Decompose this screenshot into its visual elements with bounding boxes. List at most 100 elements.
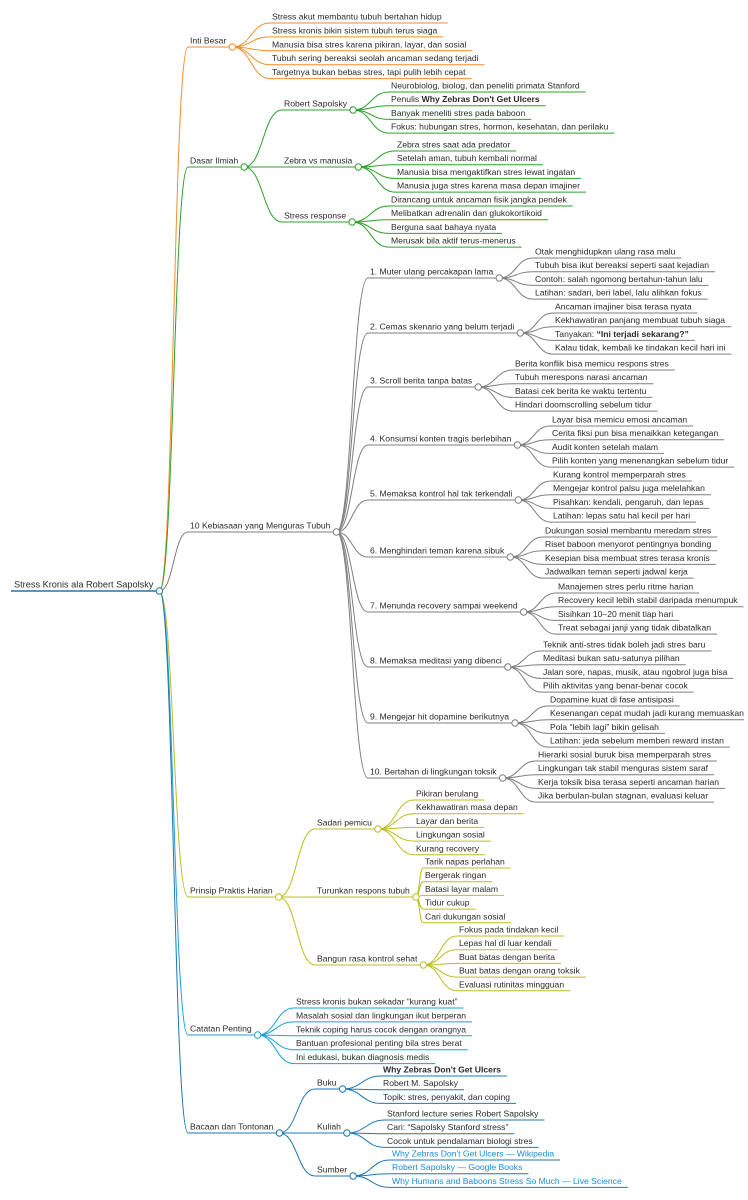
branch-3-node-7-leaf-4: Treat sebagai janji yang tidak dibatalka… — [558, 623, 711, 633]
branch-3-node-1-label: 1. Muter ulang percakapan lama — [370, 267, 493, 277]
branch-3-node-4-toggle[interactable] — [513, 441, 522, 449]
branch-3-node-2-leaf-1: Ancaman imajiner bisa terasa nyata — [555, 302, 692, 312]
branch-3-node-4-label-text: 4. Konsumsi konten tragis berlebihan — [370, 434, 512, 444]
branch-2-node-1-leaf-3-text: Banyak meneliti stres pada baboon — [391, 108, 525, 118]
branch-2-node-3-toggle[interactable] — [348, 218, 356, 226]
edge-node-4-2-leaf-5 — [415, 896, 424, 924]
edge-node-2-3-leaf-3 — [352, 221, 390, 234]
branch-3-node-7-leaf-3-text: Sisihkan 10–20 menit tiap hari — [558, 609, 673, 619]
branch-3-node-5-leaf-4-text: Latihan: lepas satu hal kecil per hari — [553, 511, 690, 521]
branch-4-node-2-leaf-3: Batasi layar malam — [425, 884, 498, 894]
branch-2-node-1-toggle[interactable] — [349, 106, 357, 114]
branch-4-node-1-toggle[interactable] — [374, 825, 382, 833]
branch-5-label: Catatan Penting — [190, 1024, 252, 1034]
branch-2-toggle[interactable] — [240, 163, 248, 171]
node-dots — [155, 43, 528, 1180]
branch-2-node-2-leaf-1-text: Zebra stres saat ada predator — [397, 140, 510, 150]
branch-2-node-3-leaf-3: Berguna saat bahaya nyata — [391, 222, 496, 232]
branch-5-leaf-5-text: Ini edukasi, bukan diagnosis medis — [296, 1052, 429, 1062]
branch-2-node-2-leaf-2: Setelah aman, tubuh kembali normal — [397, 153, 537, 163]
branch-3-node-4-leaf-3-text: Audit konten setelah malam — [552, 442, 658, 452]
edge-node-6-3-leaf-3 — [353, 1175, 391, 1188]
branch-2-node-2-leaf-3-text: Manusia bisa mengaktifkan stres lewat in… — [397, 167, 575, 177]
branch-2-node-3-label-text: Stress response — [284, 211, 346, 221]
branch-6-node-3-leaf-3[interactable]: Why Humans and Baboons Stress So Much — … — [392, 1176, 622, 1186]
branch-3-node-3-toggle[interactable] — [474, 383, 482, 391]
branch-2-node-1-leaf-3: Banyak meneliti stres pada baboon — [391, 108, 525, 118]
branch-3-node-3-leaf-1: Berita konflik bisa memicu respons stres — [515, 359, 669, 369]
branch-3-node-9-label: 9. Mengejar hit dopamine berikutnya — [370, 712, 509, 722]
branch-1-leaf-4: Tubuh sering bereaksi seolah ancaman sed… — [272, 53, 479, 63]
branch-6-node-3-leaf-1[interactable]: Why Zebras Don't Get Ulcers — Wikipedia — [392, 1149, 554, 1159]
branch-3-node-10-leaf-3-text: Kerja toksik bisa terasa seperti ancaman… — [538, 777, 719, 787]
branch-6-node-2-leaf-2-text: Cari: “Sapolsky Stanford stress” — [387, 1122, 508, 1132]
branch-3-node-5-leaf-4: Latihan: lepas satu hal kecil per hari — [553, 511, 690, 521]
branch-4-node-2-toggle[interactable] — [412, 893, 420, 901]
branch-6-toggle[interactable] — [275, 1129, 284, 1137]
branch-3-node-8-toggle[interactable] — [504, 663, 512, 671]
branch-2-node-3-leaf-2: Melibatkan adrenalin dan glukokortikoid — [391, 208, 542, 218]
branch-4-node-3-leaf-2: Lepas hal di luar kendali — [459, 938, 552, 948]
branch-6-node-1-leaf-3: Topik: stres, penyakit, dan coping — [383, 1092, 510, 1102]
branch-3-node-7-leaf-2: Recovery kecil lebih stabil daripada men… — [558, 595, 738, 605]
branch-3-node-3-leaf-3-text: Batasi cek berita ke waktu tertentu — [515, 386, 647, 396]
branch-2-node-2-toggle[interactable] — [354, 163, 363, 171]
edge-node-2-1-leaf-1 — [353, 91, 390, 111]
branch-3-node-9-toggle[interactable] — [511, 719, 519, 727]
branch-3-node-1-toggle[interactable] — [495, 274, 503, 282]
branch-6-node-2-toggle[interactable] — [343, 1129, 351, 1137]
branch-3-node-8-leaf-3-text: Jalan sore, napas, musik, atau ngobrol j… — [543, 667, 728, 677]
branch-3-node-9-leaf-1: Dopamine kuat di fase antisipasi — [550, 695, 674, 705]
root-node-toggle[interactable] — [155, 587, 164, 595]
branch-2-node-1-label-text: Robert Sapolsky — [284, 99, 348, 109]
branch-3-node-7-toggle[interactable] — [519, 608, 528, 616]
branch-3-toggle[interactable] — [332, 528, 341, 536]
branch-1-toggle[interactable] — [228, 43, 237, 51]
branch-3-node-10-toggle[interactable] — [498, 774, 507, 782]
branch-3-node-2-leaf-4-text: Kalau tidak, kembali ke tindakan kecil h… — [555, 343, 726, 353]
branch-3-node-10-leaf-1-text: Hierarki sosial buruk bisa memperparah s… — [538, 750, 711, 760]
edge-node-6-2-leaf-3 — [346, 1132, 386, 1148]
branch-3-node-2-toggle[interactable] — [516, 329, 524, 337]
edge-root-branch-3 — [159, 531, 189, 592]
branch-3-node-9-leaf-2-text: Kesenangan cepat mudah jadi kurang memua… — [550, 708, 744, 718]
branch-6-node-3-label: Sumber — [317, 1165, 347, 1175]
branch-4-toggle[interactable] — [274, 893, 283, 901]
branch-6-node-1-leaf-3-text: Topik: stres, penyakit, dan coping — [383, 1092, 510, 1102]
edge-node-6-3-leaf-2 — [353, 1173, 391, 1177]
edge-node-3-9-leaf-2 — [515, 719, 549, 724]
root-node-label: Stress Kronis ala Robert Sapolsky — [14, 580, 154, 590]
branch-5-toggle[interactable] — [253, 1031, 262, 1039]
branch-3-node-7-leaf-1-text: Manajemen stres perlu ritme harian — [558, 582, 693, 592]
branch-4-node-3-leaf-5: Evaluasi rutinitas mingguan — [459, 979, 564, 989]
branch-4-label-text: Prinsip Praktis Harian — [190, 886, 273, 896]
edge-branch-1-leaf-2 — [232, 36, 271, 48]
edge-node-3-10-leaf-4 — [502, 777, 537, 803]
branch-2-node-3-leaf-3-text: Berguna saat bahaya nyata — [391, 222, 496, 232]
branch-5-leaf-4-text: Bantuan profesional penting bila stres b… — [296, 1038, 462, 1048]
branch-4-node-1-leaf-2-text: Kekhawatiran masa depan — [416, 802, 518, 812]
branch-3-node-4-leaf-4: Pilih konten yang menenangkan sebelum ti… — [552, 456, 728, 466]
branch-4-node-3-toggle[interactable] — [419, 961, 428, 969]
branch-4-node-2-leaf-2: Bergerak ringan — [425, 870, 486, 880]
branch-3-node-8-leaf-3: Jalan sore, napas, musik, atau ngobrol j… — [543, 667, 728, 677]
branch-2-node-1-leaf-4-text: Fokus: hubungan stres, hormon, kesehatan… — [391, 122, 609, 132]
branch-6-node-3-toggle[interactable] — [349, 1172, 357, 1180]
branch-5-leaf-4: Bantuan profesional penting bila stres b… — [296, 1038, 462, 1048]
branch-6-node-3-leaf-2[interactable]: Robert Sapolsky — Google Books — [392, 1162, 522, 1172]
branch-2-node-2-label: Zebra vs manusia — [284, 156, 353, 166]
branch-4-node-3-leaf-4-text: Buat batas dengan orang toksik — [459, 966, 581, 976]
branch-3-node-7-label: 7. Menunda recovery sampai weekend — [370, 601, 518, 611]
edge-node-2-2-leaf-4 — [358, 166, 396, 193]
branch-3-node-6-toggle[interactable] — [506, 553, 514, 561]
branch-6-label-text: Bacaan dan Tontonan — [190, 1122, 274, 1132]
branch-3-node-5-toggle[interactable] — [514, 496, 523, 504]
branch-3-node-10-leaf-2-text: Lingkungan tak stabil menguras sistem sa… — [538, 763, 709, 773]
branch-2-node-1-leaf-4: Fokus: hubungan stres, hormon, kesehatan… — [391, 122, 609, 132]
branch-2-node-2-leaf-3: Manusia bisa mengaktifkan stres lewat in… — [397, 167, 575, 177]
edge-branch-5-leaf-4 — [257, 1034, 295, 1051]
branch-3-node-4-leaf-3: Audit konten setelah malam — [552, 442, 658, 452]
branch-6-node-1-toggle[interactable] — [338, 1085, 347, 1093]
branch-3-node-2-label-text: 2. Cemas skenario yang belum terjadi — [370, 322, 514, 332]
edge-node-3-4-leaf-4 — [517, 444, 551, 468]
